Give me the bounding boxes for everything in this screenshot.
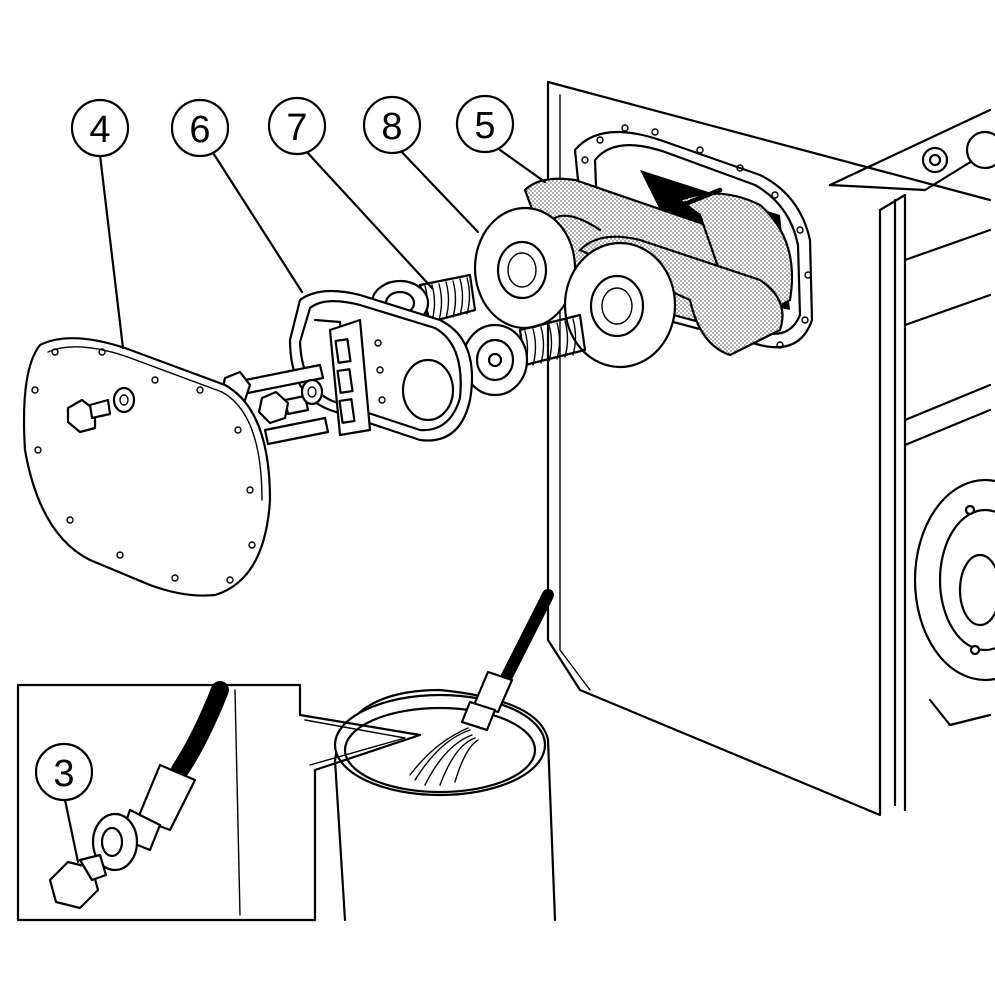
callout-5: 5 — [455, 94, 515, 154]
machine-housing — [546, 80, 995, 817]
callout-7: 7 — [267, 96, 327, 156]
drain-hose — [460, 589, 554, 732]
callout-4-label: 4 — [89, 109, 110, 151]
leader-lines — [63, 146, 547, 864]
filter-elements — [473, 177, 794, 369]
gasket-plate — [288, 289, 474, 442]
callout-4: 4 — [70, 98, 130, 158]
cover-holes — [31, 348, 256, 584]
callout-6: 6 — [170, 98, 230, 158]
callout-8-label: 8 — [381, 106, 402, 148]
inset-detail — [16, 681, 422, 922]
callout-5-label: 5 — [474, 105, 495, 147]
callout-3-label: 3 — [53, 753, 74, 795]
callout-7-label: 7 — [286, 107, 307, 149]
callout-3: 3 — [34, 742, 94, 802]
callout-6-label: 6 — [189, 109, 210, 151]
cover-plate — [22, 337, 272, 597]
drain-container — [333, 688, 557, 922]
bolts — [220, 363, 330, 446]
callout-8: 8 — [362, 95, 422, 155]
